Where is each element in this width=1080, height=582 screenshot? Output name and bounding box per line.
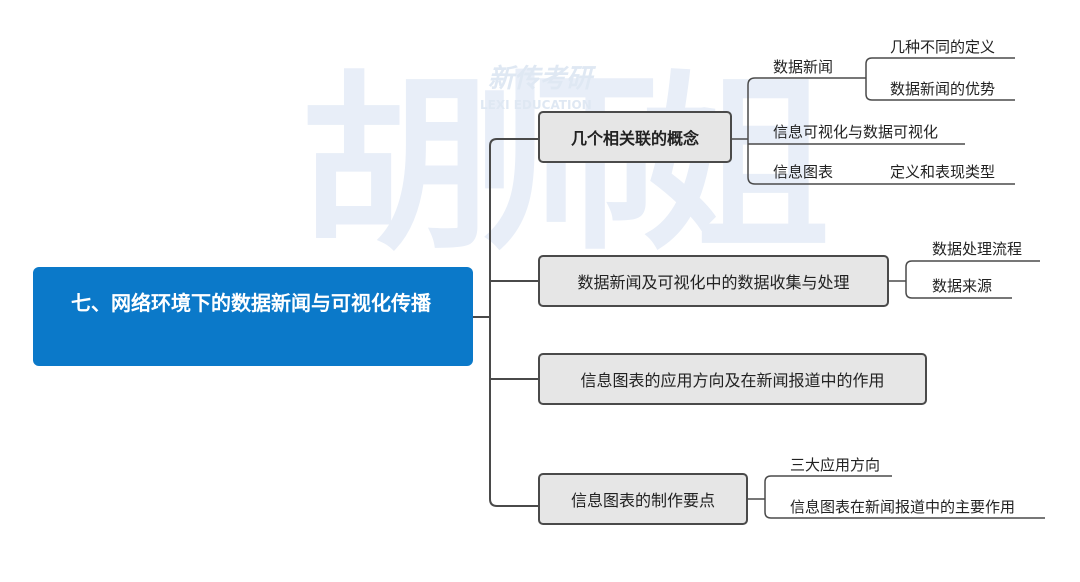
leaf-data-source[interactable]: 数据来源 — [932, 277, 993, 295]
branch-infographic-application[interactable]: 信息图表的应用方向及在新闻报道中的作用 — [538, 353, 927, 405]
branch-data-collection[interactable]: 数据新闻及可视化中的数据收集与处理 — [538, 255, 889, 307]
leaf-advantages[interactable]: 数据新闻的优势 — [890, 80, 996, 98]
branch-related-concepts[interactable]: 几个相关联的概念 — [538, 111, 732, 163]
leaf-main-role[interactable]: 信息图表在新闻报道中的主要作用 — [790, 498, 1016, 516]
root-topic[interactable]: 七、网络环境下的数据新闻与可视化传播 — [33, 267, 473, 366]
watermark-text: 胡师姐 — [300, 53, 830, 276]
leaf-processing-flow[interactable]: 数据处理流程 — [932, 240, 1023, 258]
leaf-definition-types[interactable]: 定义和表现类型 — [890, 163, 996, 181]
watermark-logo-sub: LEXI EDUCATION — [480, 98, 592, 112]
leaf-definitions[interactable]: 几种不同的定义 — [890, 38, 996, 56]
watermark-logo: 新传考研 — [488, 64, 593, 94]
leaf-infographic[interactable]: 信息图表 — [773, 163, 834, 181]
leaf-visualization[interactable]: 信息可视化与数据可视化 — [773, 123, 939, 141]
leaf-three-directions[interactable]: 三大应用方向 — [790, 456, 881, 474]
leaf-data-news[interactable]: 数据新闻 — [773, 58, 834, 76]
branch-infographic-production[interactable]: 信息图表的制作要点 — [538, 473, 748, 525]
